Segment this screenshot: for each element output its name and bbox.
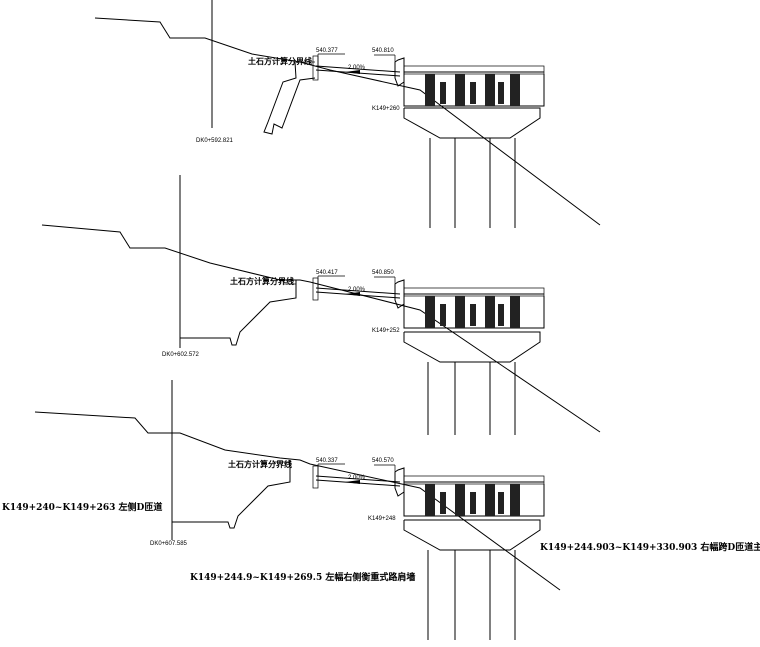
elevation-left-2: 540.417 xyxy=(316,270,338,276)
road-station-1: DK0+592.821 xyxy=(196,138,234,144)
elevation-right-1: 540.810 xyxy=(372,48,394,54)
bridge-station-3: K149+248 xyxy=(368,516,396,522)
boundary-label-2: 土石方计算分界线 xyxy=(230,276,294,286)
bridge-1 xyxy=(394,57,545,228)
cross-section-2: 土石方计算分界线 540.417 540.850 2.00% K149+252 … xyxy=(41,175,601,435)
caption-retaining-wall: K149+244.9~K149+269.5 左幅右侧衡重式路肩墙 xyxy=(190,571,415,583)
bridge-station-2: K149+252 xyxy=(372,328,400,334)
cross-section-1: 土石方计算分界线 540.377 540.810 2.00% K149+260 … xyxy=(94,0,601,228)
elevation-right-2: 540.850 xyxy=(372,270,394,276)
caption-left-ramp: K149+240~K149+263 左侧D匝道 xyxy=(2,501,162,513)
bridge-2 xyxy=(394,279,545,435)
slope-label-1: 2.00% xyxy=(348,65,366,71)
elevation-left-1: 540.377 xyxy=(316,48,338,54)
boundary-label-3: 土石方计算分界线 xyxy=(228,459,292,469)
boundary-label-1: 土石方计算分界线 xyxy=(248,56,312,66)
bridge-3 xyxy=(394,467,545,640)
slope-label-3: 2.00% xyxy=(348,475,366,481)
road-station-2: DK0+602.572 xyxy=(162,352,200,358)
bridge-station-1: K149+260 xyxy=(372,106,400,112)
elevation-left-3: 540.337 xyxy=(316,458,338,464)
elevation-right-3: 540.570 xyxy=(372,458,394,464)
road-station-3: DK0+607.585 xyxy=(150,541,188,547)
slope-label-2: 2.00% xyxy=(348,287,366,293)
cross-section-3: 土石方计算分界线 540.337 540.570 2.00% K149+248 … xyxy=(34,380,561,640)
caption-main-bridge: K149+244.903~K149+330.903 右幅跨D匝道主线桥 xyxy=(540,541,760,553)
